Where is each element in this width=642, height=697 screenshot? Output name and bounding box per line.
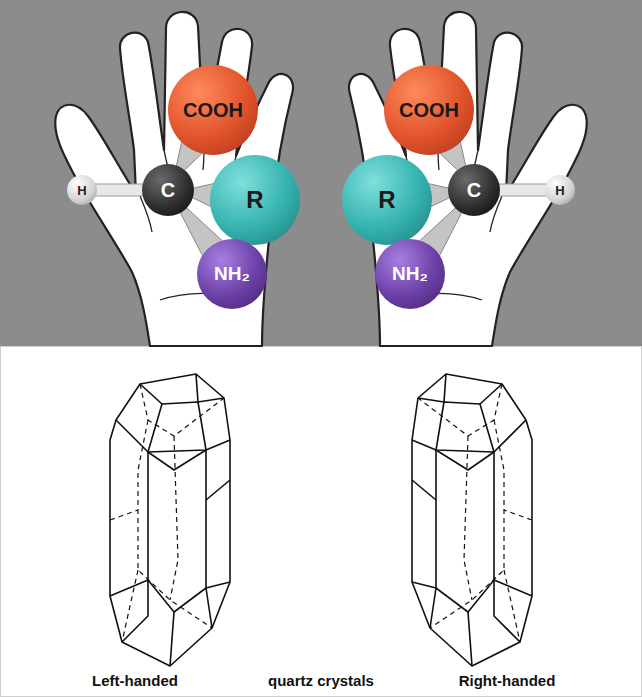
- atom-label: NH₂: [392, 263, 428, 285]
- atom-label: C: [467, 179, 481, 202]
- carbon-sphere: C: [142, 164, 194, 216]
- atom-label: H: [77, 183, 86, 198]
- amino-sphere: NH₂: [375, 239, 445, 309]
- atom-label: COOH: [183, 99, 243, 122]
- bond-stick: [494, 184, 551, 196]
- r-group-sphere: R: [210, 155, 300, 245]
- atom-label: H: [555, 183, 564, 198]
- right-quartz-crystal: [412, 374, 532, 666]
- atom-label: R: [378, 186, 395, 214]
- carboxyl-sphere: COOH: [168, 65, 258, 155]
- hydrogen-sphere: H: [545, 175, 575, 205]
- caption-label: Right-handed: [459, 672, 556, 689]
- amino-sphere: NH₂: [197, 239, 267, 309]
- caption-label: Left-handed: [92, 672, 178, 689]
- left-quartz-crystal: [110, 374, 230, 666]
- gray-panel: [0, 0, 642, 346]
- carbon-sphere: C: [448, 164, 500, 216]
- r-group-sphere: R: [342, 155, 432, 245]
- atom-label: C: [161, 179, 175, 202]
- atom-label: COOH: [399, 99, 459, 122]
- hydrogen-sphere: H: [67, 175, 97, 205]
- atom-label: R: [246, 186, 263, 214]
- white-panel: [1, 347, 642, 697]
- bond-stick: [91, 184, 148, 196]
- caption-label: quartz crystals: [268, 672, 374, 689]
- atom-label: NH₂: [214, 263, 250, 285]
- carboxyl-sphere: COOH: [384, 65, 474, 155]
